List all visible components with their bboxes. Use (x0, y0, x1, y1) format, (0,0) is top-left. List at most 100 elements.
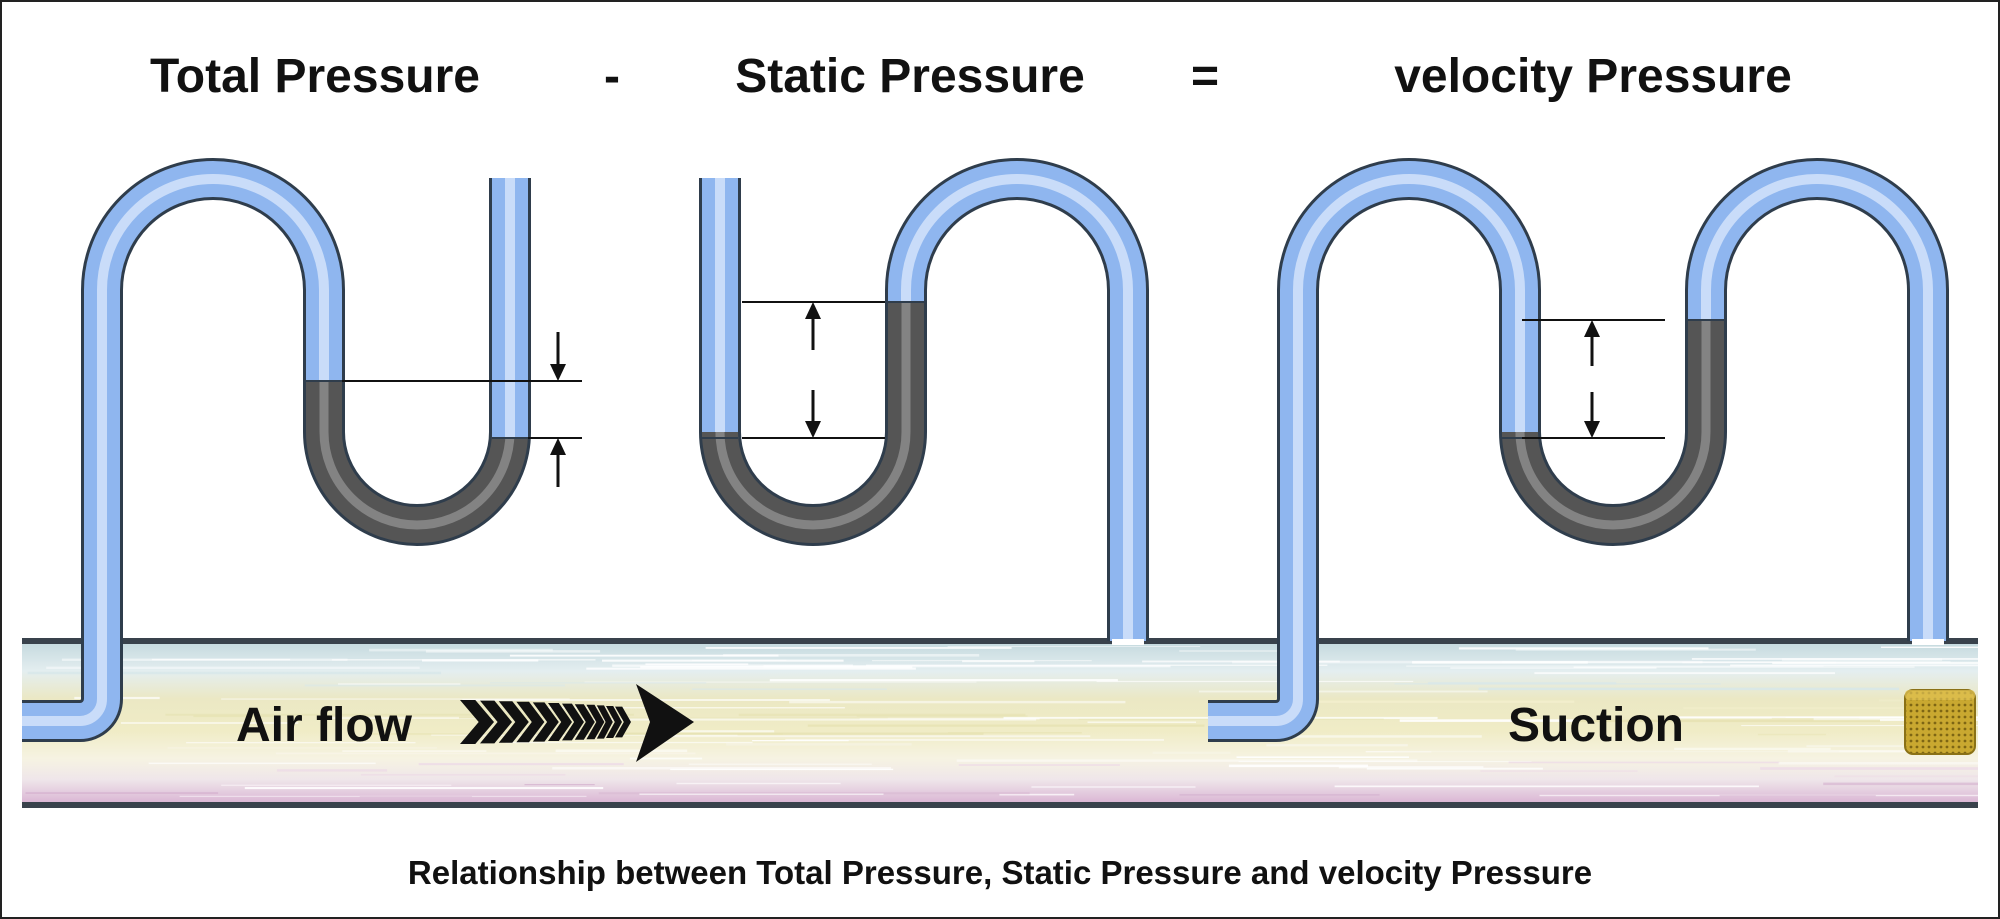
duct-streamline (221, 784, 452, 786)
duct-streamline (276, 769, 388, 772)
airflow-chevron (460, 700, 494, 744)
duct-streamline (1394, 750, 1840, 753)
airflow-chevron (516, 701, 545, 743)
airflow-chevron (596, 705, 613, 739)
duct-streamline (167, 747, 437, 749)
duct-streamline (738, 713, 1026, 717)
airflow-chevron (606, 706, 622, 738)
duct-streamline (1480, 770, 1638, 772)
duct-streamline (499, 717, 888, 719)
duct-streamline (1198, 690, 1488, 693)
total-pressure-manometer (22, 158, 582, 742)
duct-streamline (1152, 751, 1231, 754)
duct-streamline (1730, 664, 1978, 667)
airflow-label: Air flow (236, 699, 413, 752)
velocity-pressure-manometer (1208, 158, 1949, 742)
duct-streamline (338, 683, 461, 685)
duct-streamline (360, 773, 566, 776)
duct-streamline (752, 740, 849, 742)
duct-streamline (1266, 744, 1408, 747)
duct-streamline (629, 757, 703, 760)
duct-streamline (640, 666, 913, 669)
duct-streamline (1228, 764, 1368, 768)
duct-streamline (1682, 661, 1836, 664)
duct-streamline (1096, 680, 1414, 683)
airflow-chevron (532, 702, 559, 742)
duct-streamline (418, 763, 624, 766)
duct-streamline (552, 767, 892, 770)
duct-streamline (598, 792, 1030, 795)
duct-streamline (1450, 667, 1657, 669)
duct-streamline (1741, 725, 1978, 727)
duct-streamline (807, 724, 1205, 727)
duct-streamline (1334, 785, 1759, 788)
duct-streamline (1399, 719, 1575, 722)
equals-operator: = (1191, 50, 1219, 103)
duct-streamline (1236, 756, 1409, 758)
duct-streamline (193, 715, 274, 718)
duct-streamline (1683, 707, 1978, 710)
duct-streamline (1142, 660, 1340, 663)
duct-streamline (555, 749, 688, 753)
duct-streamline (1241, 735, 1482, 738)
duct-streamline (999, 793, 1075, 796)
velocity-pressure-title: velocity Pressure (1394, 50, 1792, 103)
duct-streamline (148, 762, 376, 765)
duct-streamline (165, 713, 634, 716)
duct-streamline (1272, 700, 1575, 703)
duct-streamline (962, 660, 1035, 663)
duct-streamline (304, 684, 565, 687)
duct-streamline (1179, 794, 1380, 796)
duct-streamline (151, 658, 291, 661)
airflow-chevron (574, 704, 595, 740)
duct-streamline (1823, 782, 1978, 786)
duct-streamline (1579, 719, 1880, 723)
duct-streamline (947, 732, 1082, 734)
duct-streamline (1674, 747, 1831, 750)
duct-streamline (769, 679, 1118, 682)
duct-streamline (1087, 721, 1196, 723)
duct-streamline (612, 664, 853, 667)
duct-streamline (1478, 687, 1900, 691)
duct-streamline (958, 764, 1120, 766)
duct-streamline (179, 795, 587, 797)
duct-streamline (1179, 650, 1297, 652)
duct-streamline (120, 722, 299, 724)
duct-streamline (1778, 762, 1978, 765)
duct-streamline (1787, 750, 1926, 753)
duct-streamline (649, 730, 775, 733)
duct-streamline (577, 718, 1037, 721)
duct-streamline (1719, 795, 1876, 797)
duct-streamline (1666, 716, 1772, 719)
duct-streamline (1366, 767, 1543, 770)
static-pressure-manometer (699, 158, 1149, 645)
diagram-caption: Relationship between Total Pressure, Sta… (408, 854, 1592, 891)
duct-streamline (490, 682, 707, 684)
duct-streamline (319, 717, 583, 719)
airflow-chevron (548, 703, 572, 741)
duct-streamline (221, 698, 570, 700)
duct-streamline (27, 671, 442, 675)
duct-streamline (692, 659, 787, 661)
duct-streamline (583, 732, 984, 735)
duct-streamline (645, 663, 749, 666)
duct-streamline (1508, 761, 1780, 764)
duct-streamline (1534, 672, 1835, 675)
duct-streamline (1785, 716, 1978, 718)
duct-streamline (342, 750, 487, 752)
duct-streamline (536, 707, 845, 709)
duct-streamline (1427, 681, 1617, 685)
duct-streamline (705, 647, 1012, 649)
duct-streamline (785, 738, 1164, 741)
duct-streamline (524, 784, 595, 786)
duct-streamline (1338, 766, 1484, 769)
air-duct (22, 638, 1978, 808)
duct-streamline (668, 735, 1091, 738)
duct-streamline (1238, 761, 1532, 763)
duct-streamline (1573, 666, 1915, 668)
duct-streamline (425, 650, 601, 653)
duct-streamline (586, 667, 916, 670)
duct-streamline (1757, 733, 1826, 736)
